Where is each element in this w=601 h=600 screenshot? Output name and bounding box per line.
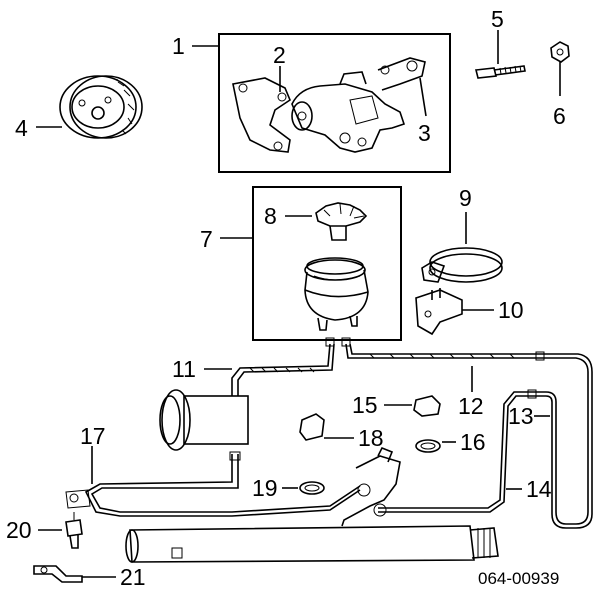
nut bbox=[550, 41, 570, 96]
callout-18: 18 bbox=[358, 425, 384, 451]
callout-8: 8 bbox=[264, 203, 277, 229]
pump-assembly-box bbox=[218, 33, 451, 173]
callout-14: 14 bbox=[526, 476, 552, 502]
fluid-reservoir bbox=[304, 257, 369, 331]
callout-1: 1 bbox=[172, 33, 185, 59]
pulley bbox=[59, 75, 143, 139]
banjo-fitting bbox=[299, 413, 354, 441]
seal-ring-19 bbox=[282, 481, 325, 495]
mounting-bracket bbox=[415, 288, 494, 336]
steering-gear bbox=[159, 389, 249, 451]
leader-3 bbox=[419, 77, 427, 117]
callout-6: 6 bbox=[553, 103, 566, 129]
callout-4: 4 bbox=[15, 115, 28, 141]
pressure-hose bbox=[231, 337, 335, 396]
oil-cooler bbox=[125, 446, 499, 563]
callout-16: 16 bbox=[460, 429, 486, 455]
callout-11: 11 bbox=[172, 356, 196, 382]
filter-strainer bbox=[315, 202, 368, 241]
return-hose bbox=[341, 337, 593, 529]
bolt bbox=[475, 30, 526, 79]
hose-clip bbox=[33, 565, 116, 583]
callout-9: 9 bbox=[459, 185, 472, 211]
callout-15: 15 bbox=[352, 392, 378, 418]
reservoir-clamp bbox=[421, 212, 503, 283]
power-steering-pump bbox=[232, 57, 426, 153]
plug-fitting bbox=[384, 395, 441, 417]
callout-13: 13 bbox=[508, 403, 534, 429]
callout-17: 17 bbox=[80, 423, 106, 449]
callout-5: 5 bbox=[491, 6, 504, 32]
diagram-code: 064-00939 bbox=[478, 569, 559, 588]
pressure-switch bbox=[38, 512, 83, 549]
callout-21: 21 bbox=[120, 564, 146, 590]
cooler-lines bbox=[65, 446, 361, 517]
callout-2: 2 bbox=[273, 42, 286, 68]
callout-12: 12 bbox=[458, 393, 484, 419]
seal-ring-16 bbox=[415, 439, 456, 453]
callout-20: 20 bbox=[6, 517, 32, 543]
callout-7: 7 bbox=[200, 226, 213, 252]
callout-3: 3 bbox=[418, 120, 431, 146]
callout-19: 19 bbox=[252, 475, 278, 501]
callout-10: 10 bbox=[498, 297, 524, 323]
reservoir-assembly-box bbox=[252, 186, 402, 341]
